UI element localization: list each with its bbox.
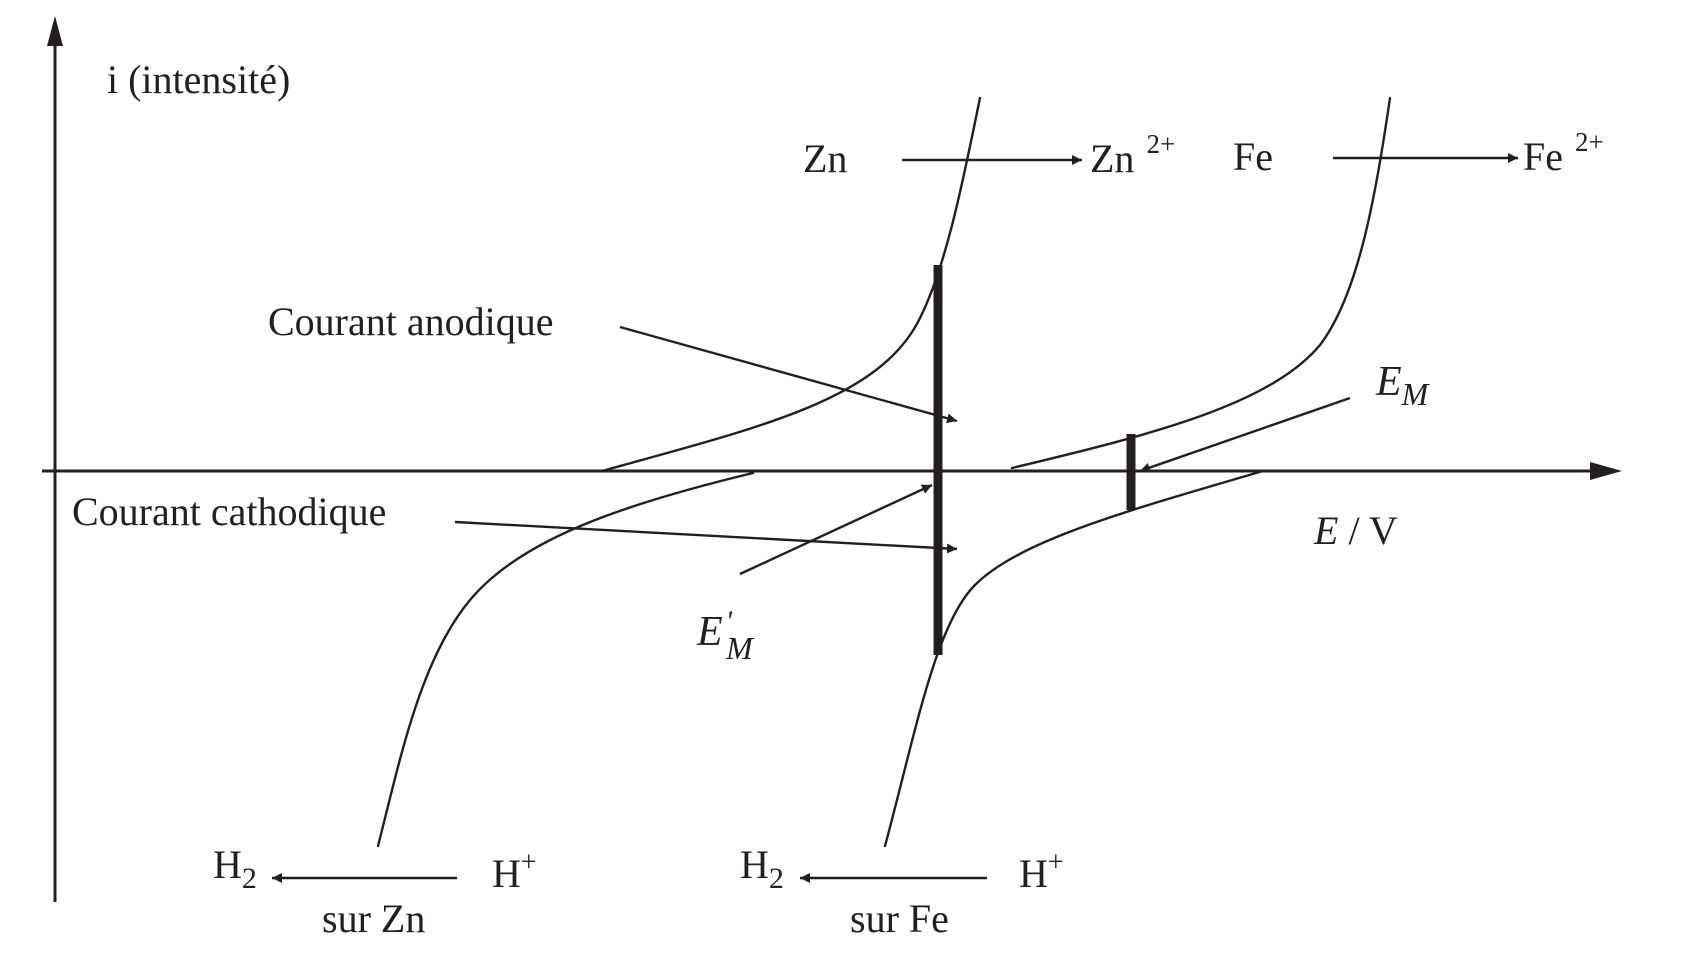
cathodic-current-pointer (454, 520, 958, 554)
fe-product-symbol: Fe (1523, 134, 1563, 179)
em-prime-mark: ' (726, 605, 733, 638)
h-plus-on-zn-symbol: H (492, 851, 521, 896)
zn-product-charge: 2+ (1146, 129, 1175, 159)
h-plus-on-fe-symbol: H (1019, 851, 1048, 896)
h2-on-fe-symbol: H (740, 842, 769, 887)
h-plus-on-fe-charge: + (1048, 847, 1064, 878)
h-plus-on-zn-charge: + (521, 847, 537, 878)
y-axis-label: i (intensité) (107, 57, 290, 102)
on-fe-note: sur Fe (850, 896, 949, 941)
x-axis-label-unit: / V (1338, 508, 1397, 553)
zn-reactant-label: Zn (803, 136, 847, 181)
x-axis-label-symbol: E (1313, 508, 1338, 553)
em-symbol: E (1375, 359, 1402, 405)
fe-reactant-label: Fe (1233, 134, 1273, 179)
x-axis-arrowhead (1590, 462, 1622, 480)
h-plus-on-zn-label: H+ (492, 847, 537, 896)
zn-product-symbol: Zn (1090, 136, 1134, 181)
h-plus-on-fe-label: H+ (1019, 847, 1064, 896)
on-zn-note: sur Zn (322, 896, 425, 941)
em-pointer (1139, 396, 1351, 473)
zn-product-label: Zn 2+ (1090, 129, 1175, 181)
y-axis-arrowhead (47, 16, 63, 46)
em-prime-label: E'M (696, 605, 755, 666)
fe-product-charge: 2+ (1575, 127, 1604, 157)
fe-product-label: Fe 2+ (1523, 127, 1604, 179)
h2-on-zn-label: H2 (213, 842, 257, 895)
h-reduction-on-fe-curve (883, 469, 1265, 848)
anodic-current-pointer (619, 325, 958, 424)
em-prime-symbol: E (696, 609, 723, 655)
fe-anodic-curve (1010, 96, 1392, 470)
em-prime-pointer (739, 483, 933, 576)
h-reduction-on-zn-curve (376, 471, 755, 848)
em-subscript: M (1401, 376, 1431, 412)
em-label: EM (1375, 359, 1431, 412)
anodic-current-label: Courant anodique (268, 299, 554, 344)
h2-on-zn-symbol: H (213, 842, 242, 887)
zn-anodic-curve (600, 96, 982, 473)
x-axis-label: E / V (1313, 508, 1398, 553)
h2-on-fe-subscript: 2 (769, 862, 784, 895)
cathodic-current-label: Courant cathodique (72, 489, 386, 534)
h2-on-zn-subscript: 2 (242, 862, 257, 895)
h2-on-fe-label: H2 (740, 842, 784, 895)
em-prime-subscript: M (725, 630, 755, 666)
